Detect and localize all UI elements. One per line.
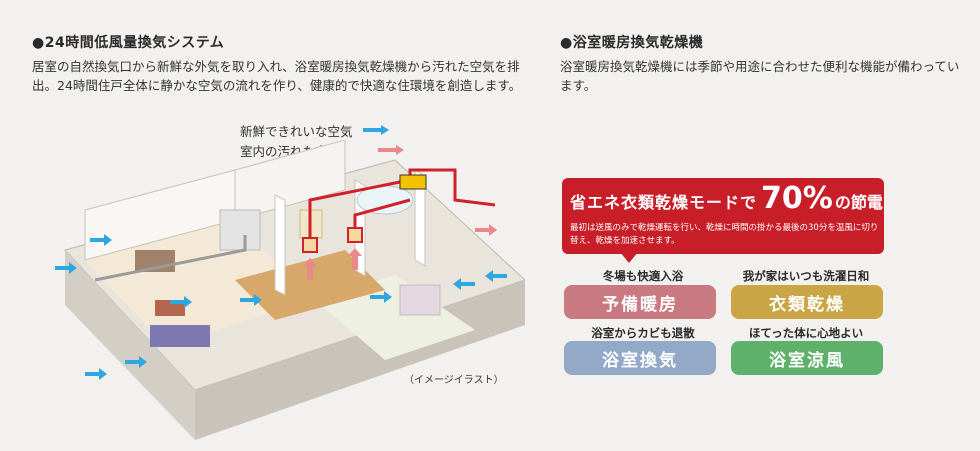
- apartment-ventilation-illustration: [55, 140, 525, 440]
- partition-wall-1: [274, 194, 286, 296]
- bathroom-dryer-section-title: ●浴室暖房換気乾燥機: [560, 35, 704, 51]
- floor-front-edge: [65, 250, 195, 440]
- banner-body: 最初は送風のみで乾燥運転を行い、乾燥に時間の掛かる最後の30分を温風に切り替え、…: [570, 223, 879, 246]
- legend-fresh-label: 新鮮できれいな空気: [240, 123, 353, 139]
- supply-duct: [94, 235, 247, 282]
- fresh-arrow-6: [240, 294, 262, 306]
- feature-label-cool-breeze: ほてった体に心地よい: [748, 326, 864, 340]
- banner-percent: 70%: [761, 181, 833, 216]
- feature-preheat-button: 予備暖房: [564, 285, 716, 319]
- dirty-air-arrows: [303, 224, 497, 280]
- hallway-floor: [235, 250, 385, 320]
- kitchen-counter: [219, 209, 261, 251]
- energy-saving-banner: 省エネ衣類乾燥モードで 70% の節電 最初は送風のみで乾燥運転を行い、乾燥に時…: [562, 178, 884, 254]
- exhaust-vent-2: [347, 227, 363, 243]
- illustration-caption: （イメージイラスト）: [404, 375, 504, 386]
- ventilation-section-title: ●24時間低風量換気システム: [32, 35, 225, 51]
- fresh-arrow-7: [485, 270, 507, 282]
- fresh-arrow-2: [90, 234, 112, 246]
- dirty-arrow-3: [348, 248, 362, 270]
- exhaust-vent-1: [302, 237, 318, 253]
- feature-drying-button: 衣類乾燥: [731, 285, 883, 319]
- ventilation-description: 居室の自然換気口から新鮮な外気を取り入れ、浴室暖房換気乾燥機から汚れた空気を排出…: [32, 59, 522, 93]
- dirty-arrow-1: [475, 224, 497, 236]
- feature-label-preheat: 冬場も快適入浴: [602, 269, 684, 283]
- banner-headline: 省エネ衣類乾燥モードで 70% の節電: [570, 184, 883, 214]
- legend-fresh-air: 新鮮できれいな空気: [240, 120, 404, 140]
- feature-label-drying: 我が家はいつも洗濯日和: [742, 269, 870, 283]
- banner-pointer: [620, 252, 638, 263]
- feature-cool-breeze-button: 浴室涼風: [731, 341, 883, 375]
- fresh-arrow-9: [370, 291, 392, 303]
- dirty-air-arrow-icon: [378, 145, 405, 155]
- fresh-arrow-4: [125, 356, 147, 368]
- bathroom-dryer-unit: [399, 174, 427, 190]
- back-wall-mid: [234, 140, 346, 221]
- fresh-arrow-5: [85, 368, 107, 380]
- bathroom-dryer-description: 浴室暖房換気乾燥機には季節や用途に合わせた便利な機能が備わっています。: [560, 59, 960, 93]
- fresh-air-arrow-icon: [362, 125, 389, 135]
- fresh-arrow-1: [55, 262, 77, 274]
- banner-tail: の節電: [834, 193, 883, 212]
- partition-wall-3: [414, 169, 426, 267]
- fresh-arrow-3: [170, 296, 192, 308]
- feature-label-ventilation: 浴室からカビも退散: [591, 326, 695, 340]
- bed: [399, 284, 441, 316]
- dirty-arrow-2: [303, 258, 317, 280]
- banner-lead: 省エネ衣類乾燥モードで: [570, 193, 758, 212]
- feature-ventilation-button: 浴室換気: [564, 341, 716, 375]
- fresh-air-arrows: [55, 234, 507, 380]
- fresh-arrow-8: [453, 278, 475, 290]
- sofa: [150, 325, 210, 347]
- exhaust-duct: [308, 168, 496, 240]
